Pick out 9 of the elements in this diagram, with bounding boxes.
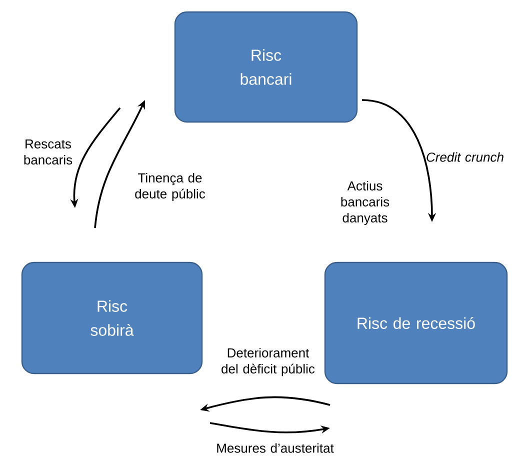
risk-box: Risc bancari <box>174 11 358 123</box>
arrow-label: Actius bancaris danyats <box>341 180 390 226</box>
edge-label: Rescats bancaris <box>24 139 72 165</box>
risk-box: Risc de recessió <box>324 262 508 384</box>
risk-box: Risc sobirà <box>21 262 203 374</box>
edge-label: Mesures d’austeritat <box>217 443 334 453</box>
edge-label: Tinença de deute públic <box>135 172 206 202</box>
edge-label: Deteriorament del dèficit públic <box>222 348 315 376</box>
edge-label: Credit crunch <box>426 152 504 162</box>
